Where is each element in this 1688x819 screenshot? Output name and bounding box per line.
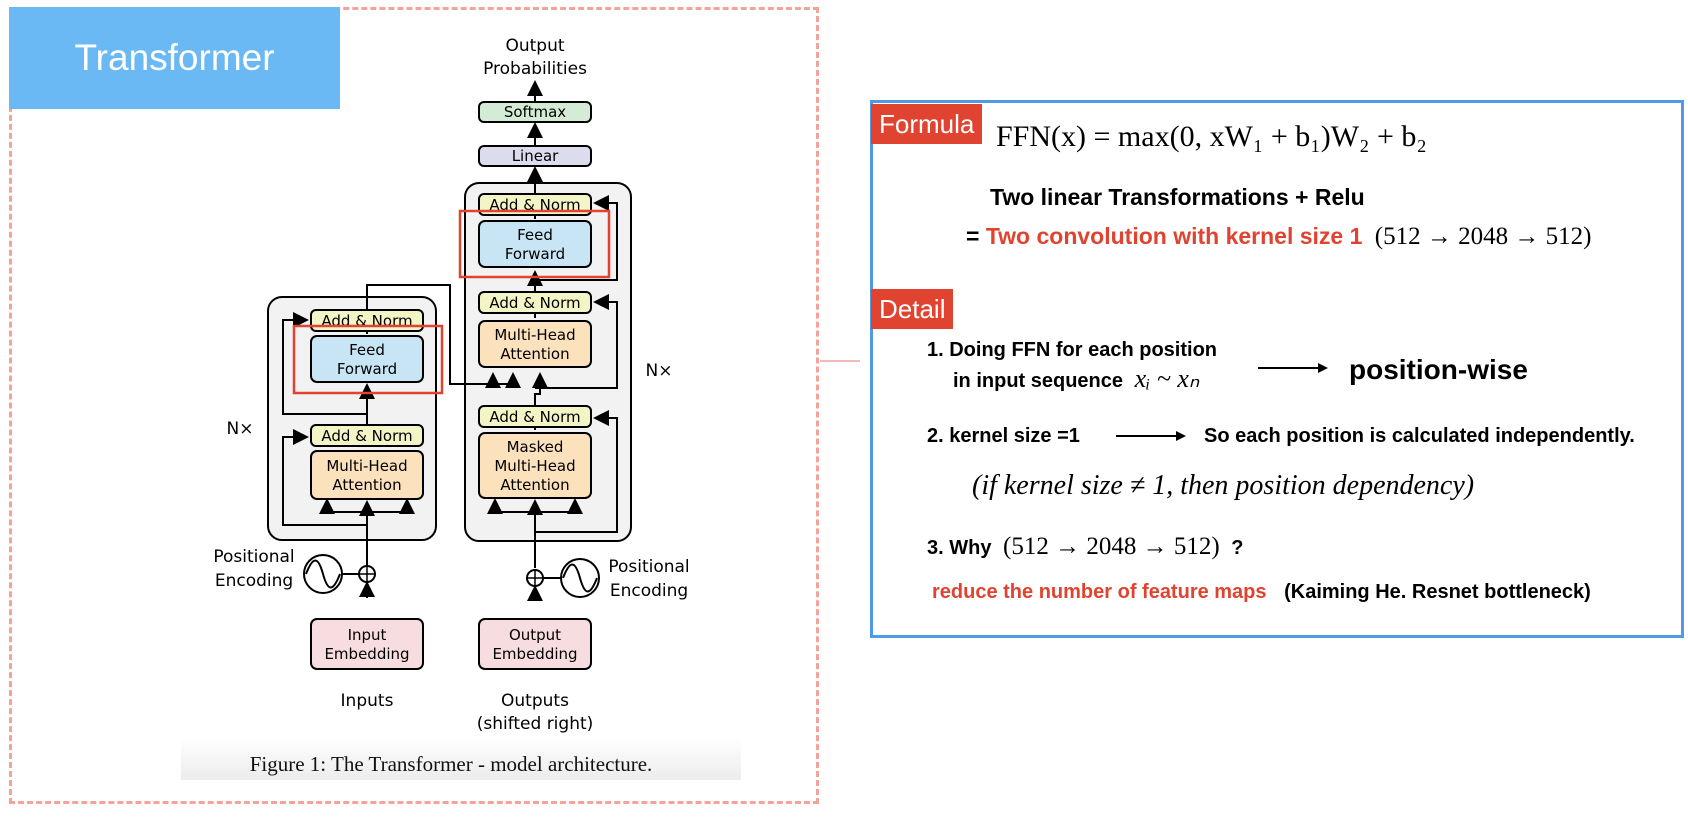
output-embedding-block xyxy=(478,618,592,670)
detail-answer-black: (Kaiming He. Resnet bottleneck) xyxy=(1284,581,1591,603)
encoder-attention-block xyxy=(310,450,424,500)
figure-frame xyxy=(9,7,819,804)
arrow xyxy=(319,498,367,514)
softmax-block xyxy=(478,101,592,123)
formula-line-2-red: Two convolution with kernel size 1 xyxy=(985,223,1363,249)
arrow xyxy=(367,498,415,514)
encoder-to-decoder-arrow xyxy=(450,372,521,388)
encoder-add-norm-1-label: Add & Norm xyxy=(321,427,412,445)
encoder-feed-forward-block xyxy=(310,335,424,383)
decoder-add-norm-1-label: Add & Norm xyxy=(489,408,580,426)
figure-caption: Figure 1: The Transformer - model archit… xyxy=(249,752,653,776)
decoder-attention-block xyxy=(478,320,592,368)
detail-item-2-result: So each position is calculated independe… xyxy=(1204,425,1635,447)
detail-item-1-math: xᵢ ~ xₙ xyxy=(1134,364,1200,393)
slide-title: Transformer xyxy=(9,7,340,109)
arrow xyxy=(532,372,548,405)
formula-line-2-math: (512 → 2048 → 512) xyxy=(1374,223,1592,250)
residual-arrow xyxy=(282,312,367,415)
inputs-label: Inputs xyxy=(341,691,394,711)
detail-item-1-line-1: 1. Doing FFN for each position xyxy=(927,339,1217,361)
detail-item-3-math: (512 → 2048 → 512) xyxy=(1003,533,1220,560)
formula-line-2: = Two convolution with kernel size 1 (51… xyxy=(966,223,1591,251)
formula-line-1: Two linear Transformations + Relu xyxy=(990,184,1365,210)
position-wise-label: position-wise xyxy=(1349,354,1528,385)
detail-item-3-label: 3. Why xyxy=(927,537,992,559)
encoder-to-decoder-arrow xyxy=(366,284,501,388)
encoder-add-norm-1 xyxy=(310,424,424,447)
caption-background xyxy=(181,738,741,780)
decoder-add-norm-1 xyxy=(478,405,592,428)
residual-arrow xyxy=(535,410,618,533)
detail-item-1-line-2: in input sequence xᵢ ~ xₙ xyxy=(953,364,1199,394)
encoder-add-norm-2-label: Add & Norm xyxy=(321,312,412,330)
arrow xyxy=(487,498,535,514)
detail-item-2: 2. kernel size =1 xyxy=(927,425,1080,447)
arrow-icon xyxy=(1258,363,1328,373)
detail-item-2-note: (if kernel size ≠ 1, then position depen… xyxy=(972,470,1475,501)
linear-label: Linear xyxy=(512,147,559,165)
encoder-ffn-highlight xyxy=(292,324,444,395)
ffn-equation: FFN(x) = max(0, xW₁ + b₁)W₂ + b₂ xyxy=(996,120,1427,153)
detail-item-3-question: ? xyxy=(1231,537,1244,559)
decoder-ffn-highlight xyxy=(458,209,611,279)
input-embedding-block xyxy=(310,618,424,670)
linear-block xyxy=(478,145,592,167)
arrow xyxy=(535,498,583,514)
masked-attention-block xyxy=(478,432,592,499)
decoder-add-norm-2-label: Add & Norm xyxy=(489,294,580,312)
explanation-panel xyxy=(870,100,1684,638)
detail-item-3: 3. Why (512 → 2048 → 512) ? xyxy=(927,533,1243,561)
encoder-nx-label: N× xyxy=(227,419,254,439)
residual-arrow xyxy=(535,195,618,281)
decoder-nx-label: N× xyxy=(646,361,673,381)
equals-sign: = xyxy=(966,223,980,249)
decoder-feed-forward-block xyxy=(478,220,592,268)
detail-tag: Detail xyxy=(871,289,954,329)
detail-answer-red: reduce the number of feature maps xyxy=(932,581,1267,603)
formula-tag: Formula xyxy=(871,104,983,144)
decoder-add-norm-2 xyxy=(478,291,592,314)
sine-wave-icon xyxy=(305,559,341,589)
detail-item-1-text: in input sequence xyxy=(953,370,1124,392)
residual-arrow xyxy=(282,429,367,526)
arrow-icon xyxy=(1116,431,1186,441)
sine-wave-icon xyxy=(562,563,598,593)
outputs-label: Outputs(shifted right) xyxy=(477,691,594,734)
residual-arrow xyxy=(535,294,618,389)
detail-answer: reduce the number of feature maps (Kaimi… xyxy=(932,581,1591,604)
softmax-label: Softmax xyxy=(504,103,566,121)
decoder-add-norm-3-label: Add & Norm xyxy=(489,196,580,214)
